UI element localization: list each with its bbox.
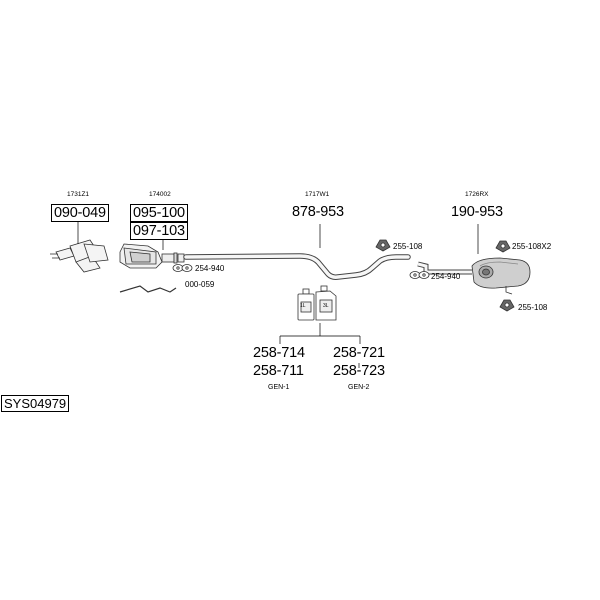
bottle-1l — [297, 288, 315, 321]
rear-silencer-code[interactable]: 190-953 — [451, 204, 503, 220]
bottle-3l-label: 3L — [323, 303, 329, 309]
rubber-mount-rear-bottom-label[interactable]: 255-108 — [518, 303, 548, 312]
gen2-label: GEN-2 — [348, 384, 370, 391]
rear-silencer-part — [417, 257, 531, 295]
catalyst-code-1[interactable]: 095-100 — [130, 204, 188, 222]
catalyst-code-2[interactable]: 097-103 — [130, 222, 188, 240]
middle-pipe-inner — [184, 254, 410, 279]
clamp-right-label[interactable]: 254-940 — [431, 272, 461, 281]
clamp-left-part — [172, 264, 193, 272]
catalyst-ref: 174002 — [149, 191, 171, 198]
bottle-3l — [315, 285, 337, 321]
bottle-1l-label: 1L — [300, 303, 306, 309]
rear-silencer-ref: 1726RX — [465, 191, 489, 198]
front-pipe-part — [50, 239, 109, 273]
gen1-code-2[interactable]: 258-711 — [253, 363, 304, 379]
clamp-right-part — [409, 271, 430, 279]
middle-pipe-code[interactable]: 878-953 — [292, 204, 344, 220]
assembly-bracket — [279, 323, 361, 344]
hanger-wire-part — [119, 285, 177, 293]
middle-pipe-ref: 1717W1 — [305, 191, 330, 198]
gen1-code-1[interactable]: 258-714 — [253, 345, 305, 361]
rubber-mount-mid-label[interactable]: 255-108 — [393, 242, 423, 251]
gen1-label: GEN-1 — [268, 384, 290, 391]
rubber-mount-mid-part — [375, 239, 391, 252]
hanger-wire-label[interactable]: 000-059 — [185, 280, 215, 289]
clamp-left-label[interactable]: 254-940 — [195, 264, 225, 273]
system-id: SYS04979 — [1, 395, 70, 412]
rubber-mount-rear-bottom-part — [499, 299, 515, 312]
gen2-code-1[interactable]: 258-721 — [333, 345, 385, 361]
rubber-mount-rear-top-part — [495, 240, 511, 253]
front-pipe-code[interactable]: 090-049 — [51, 204, 109, 222]
front-pipe-ref: 1731Z1 — [67, 191, 90, 198]
gen2-code-2[interactable]: 258-723 — [333, 363, 385, 379]
catalyst-part — [119, 243, 185, 269]
rubber-mount-rear-top-label[interactable]: 255-108X2 — [512, 242, 552, 251]
